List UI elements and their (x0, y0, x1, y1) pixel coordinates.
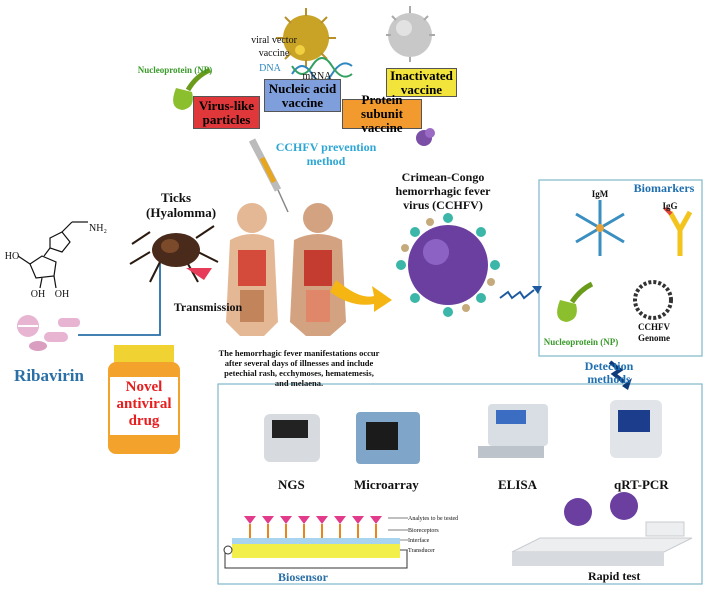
transducer-label: Transducer (408, 548, 435, 554)
rapid-test-icon (511, 492, 693, 566)
bioreceptors-label: Bioreceptors (408, 528, 439, 534)
oh-label-2: OH (54, 289, 70, 300)
ticks-label: Ticks (Hyalomma) (146, 190, 217, 220)
qrtpcr-label: qRT-PCR (614, 477, 669, 492)
nucleoprotein-icon-biomarker (557, 281, 594, 322)
microarray-label: Microarray (354, 477, 419, 492)
human-anatomy-icon-1 (226, 203, 278, 336)
interface-label: Interface (408, 538, 430, 544)
arrow-to-biomarkers (499, 289, 535, 300)
qrtpcr-device-icon (610, 400, 662, 458)
transmission-arrow-icon (186, 268, 212, 280)
biosensor-label: Biosensor (278, 570, 329, 584)
ribavirin-label: Ribavirin (14, 366, 84, 385)
arrow-to-detection (608, 360, 626, 384)
mrna-label: mRNA (302, 71, 332, 82)
transmission-label: Transmission (173, 300, 243, 314)
vlp-box: Virus-like particles (193, 96, 260, 129)
drug-bottle-icon (108, 345, 180, 454)
novel-drug-label: Novel antiviral drug (116, 379, 172, 429)
oh-label-1: OH (30, 289, 46, 300)
protein-subunit-icon (416, 128, 435, 146)
inactivated-box: Inactivated vaccine (386, 68, 457, 97)
nh2-label: NH₂ (89, 223, 107, 234)
detection-panel (217, 383, 703, 585)
biomarkers-title: Biomarkers (633, 181, 695, 195)
biosensor-icon (223, 516, 408, 569)
genome-label: CCHFV Genome (638, 322, 670, 343)
igm-label: IgM (591, 189, 609, 199)
nucleoprotein-icon-top (173, 67, 212, 110)
cchfv-genome-icon (633, 280, 673, 320)
pills-icon (17, 315, 80, 351)
ribavirin-structure-icon (17, 221, 88, 289)
viral-vector-label: viral vector vaccine (251, 35, 297, 59)
cchfv-virus-icon (396, 213, 500, 317)
biomarkers-panel (538, 179, 703, 357)
virus-label: Crimean-Congo hemorrhagic fever virus (C… (395, 170, 491, 212)
inactivated-virus-icon (386, 6, 435, 62)
elisa-label: ELISA (498, 477, 538, 492)
connector-line (78, 244, 161, 336)
rapid-test-label: Rapid test (588, 569, 641, 583)
human-anatomy-icon-2 (290, 203, 346, 336)
analytes-label: Analytes to be tested (408, 516, 459, 522)
detection-title: Detection methods (584, 359, 634, 386)
igg-label: IgG (662, 201, 678, 211)
nucleoprotein-label-top: Nucleoprotein (NP) (137, 65, 213, 75)
igg-antibody-icon (663, 206, 693, 256)
orange-arrow-icon (330, 280, 392, 312)
elisa-device-icon (478, 404, 548, 458)
microarray-device-icon (356, 412, 420, 464)
nucleic-acid-box: Nucleic acid vaccine (264, 79, 341, 112)
tick-icon (129, 225, 219, 283)
ngs-label: NGS (278, 477, 305, 492)
np-label-biomarker: Nucleoprotein (NP) (543, 337, 619, 347)
syringe-icon (248, 138, 289, 213)
manifestation-text: The hemorrhagic fever manifestations occ… (218, 348, 380, 388)
protein-subunit-box: Protein subunit vaccine (342, 93, 422, 135)
dna-label: DNA (259, 63, 281, 74)
ngs-device-icon (264, 414, 320, 462)
ho-label: HO (4, 251, 20, 262)
prevention-label: CCHFV prevention method (275, 140, 377, 168)
viral-vector-virus-icon (276, 8, 336, 68)
